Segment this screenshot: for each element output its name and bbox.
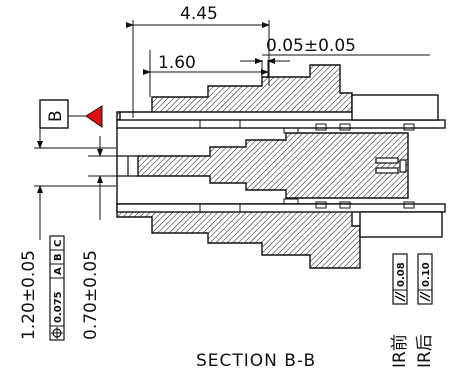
dim-inner (143, 50, 269, 97)
parallel-tol-2-value: 0.10 (421, 262, 432, 287)
parallel-tol-1-label: IR前 (390, 334, 410, 368)
parallel-tol-1-value: 0.08 (396, 262, 407, 287)
housing-section (116, 64, 361, 269)
parallel-icon (419, 291, 431, 302)
tongue-slots (375, 157, 407, 174)
datum-b-letter: B (46, 110, 66, 122)
parallel-icon (394, 291, 406, 302)
position-icon (51, 327, 63, 339)
position-tol-datum-c: C (53, 240, 64, 247)
parallel-tol-2-label: IR后 (415, 334, 435, 368)
dim-left (34, 128, 136, 240)
parallel-tol-1: 0.08 (392, 253, 408, 305)
dim-overall-text: 4.45 (180, 4, 218, 24)
position-tolerance-frame: 0.075 A B C (49, 235, 65, 341)
housing-top (116, 64, 353, 121)
datum-b-flag: B (39, 99, 103, 129)
position-tol-datum-b: B (53, 253, 64, 261)
parallel-tol-2: 0.10 (417, 253, 433, 305)
position-tol-datum-a: A (53, 267, 64, 275)
housing-bottom (116, 203, 361, 269)
dim-outer-height-text: 1.20±0.05 (19, 250, 39, 340)
dim-inner-text: 1.60 (158, 53, 196, 73)
dim-tol-text: 0.05±0.05 (266, 36, 356, 56)
rail-details (199, 120, 415, 212)
right-leads (351, 94, 443, 238)
position-tol-value: 0.075 (53, 291, 64, 323)
metal-shell (116, 119, 446, 213)
center-tongue (137, 132, 409, 199)
dim-overall (126, 20, 270, 118)
dim-inner-height-text: 0.70±0.05 (81, 250, 101, 340)
front-opening (117, 155, 138, 177)
dim-tol (240, 54, 430, 77)
section-caption: SECTION B-B (196, 351, 316, 371)
datum-triangle-icon (85, 105, 103, 128)
